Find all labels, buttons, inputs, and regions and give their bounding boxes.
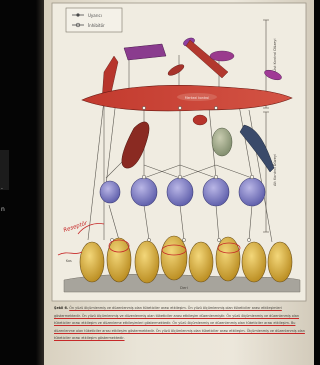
bracket-lower-label: Alt Kontrol Düzeyi <box>273 154 277 186</box>
left-mid-label: Kas <box>66 259 72 263</box>
center-control-label: Merkezi kontrol <box>185 96 209 100</box>
legend-label-top: Uyarıcı <box>88 13 102 18</box>
figure-legend: Uyarıcı İnhibitör <box>66 8 122 32</box>
legend-label-bottom: İnhibitör <box>88 23 105 28</box>
book-page: Uyarıcı İnhibitör Üst Kontrol Düzeyi Alt… <box>44 0 314 365</box>
base-label: Deri <box>180 285 188 290</box>
figure-caption: Şekil 6. Ön yüzü ölçümlenmiş ve düzenlen… <box>54 305 308 343</box>
caption-figure-number: Şekil 6. <box>54 306 68 310</box>
caption-text: Ön yüzü ölçümlenmiş ve düzenlenmiş olan … <box>54 306 305 340</box>
schematic-figure: Uyarıcı İnhibitör Üst Kontrol Düzeyi Alt… <box>44 0 314 305</box>
left-edge-fragment-2: n <box>1 206 5 213</box>
bracket-upper-label: Üst Kontrol Düzeyi <box>272 38 277 71</box>
left-edge-fragment-1: . <box>1 184 3 191</box>
